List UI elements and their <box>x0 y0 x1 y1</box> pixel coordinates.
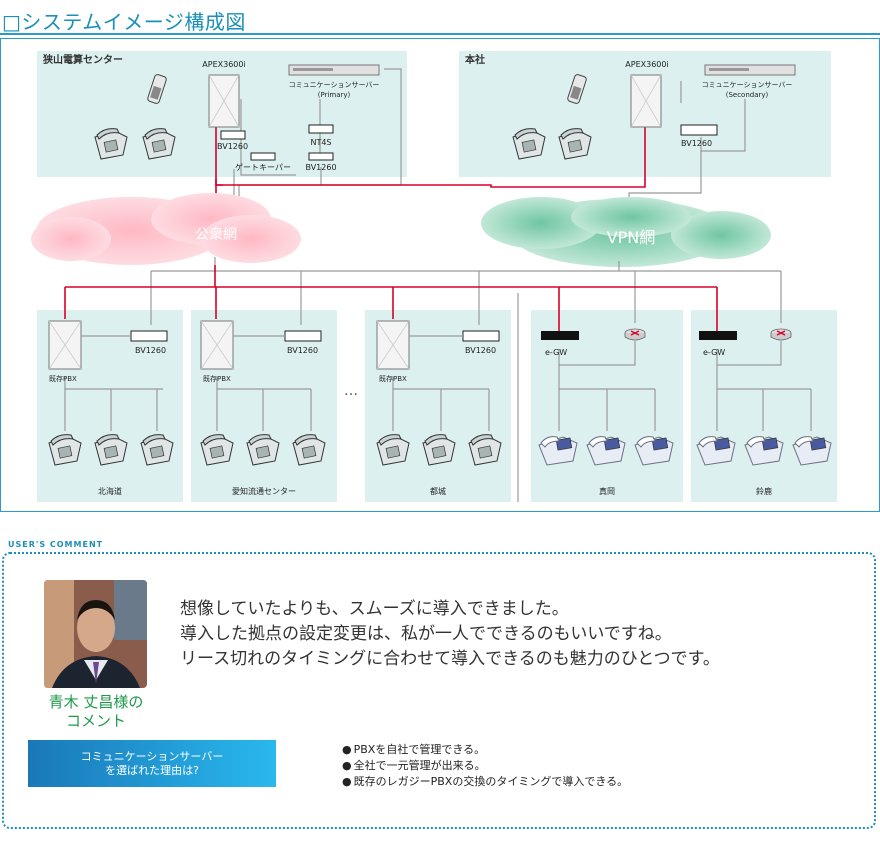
vpn-network-label: VPN網 <box>607 228 656 247</box>
gatekeeper-box <box>250 152 276 161</box>
mobile-phone-icon <box>147 74 167 104</box>
comm-server-secondary-icon <box>704 64 796 76</box>
more-sites-ellipsis: … <box>344 383 358 399</box>
comment-quote: 想像していたよりも、スムーズに導入できました。 導入した拠点の設定変更は、私が一… <box>180 599 720 669</box>
pbx-site-miyakonojo <box>376 320 500 431</box>
bv1260-label: BV1260 <box>681 139 712 148</box>
users-comment-label: USER'S COMMENT <box>8 540 104 549</box>
title-rule <box>0 33 880 35</box>
list-item: 全社で一元管理が出来る。 <box>342 758 628 774</box>
comment-box <box>2 552 876 829</box>
pbx-site-aichi <box>200 320 322 431</box>
egw-label: e-GW <box>545 348 567 357</box>
apex-server-icon <box>630 74 662 128</box>
egw-site-mooka <box>541 328 656 431</box>
egw-site-suzuka <box>699 328 812 431</box>
gatekeeper-label: ゲートキーパー <box>235 162 291 172</box>
legacy-pbx-label: 既存PBX <box>379 374 407 383</box>
bv1260-label: BV1260 <box>305 163 336 172</box>
vpn-network-cloud <box>481 197 771 267</box>
site-label-sayama: 狭山電算センター <box>42 53 123 66</box>
apex-server-icon <box>208 74 240 128</box>
site-label-mooka: 真岡 <box>599 486 615 496</box>
legacy-pbx-label: 既存PBX <box>49 374 77 383</box>
comm-server-label: コミュニケーションサーバー <box>702 81 793 89</box>
reason-heading-box: コミュニケーションサーバー を選ばれた理由は? <box>28 740 276 787</box>
nt4s-label: NT4S <box>310 138 331 147</box>
public-network-cloud <box>31 193 301 265</box>
site-bg-suzuka <box>691 310 837 502</box>
egw-label: e-GW <box>703 348 725 357</box>
reason-list: PBXを自社で管理できる。 全社で一元管理が出来る。 既存のレガジーPBXの交換… <box>342 742 629 790</box>
public-network-label: 公衆網 <box>195 227 237 243</box>
page-title: □システムイメージ構成図 <box>2 10 246 34</box>
bv1260-box <box>308 152 334 161</box>
site-label-miyakonojo: 都城 <box>430 487 446 496</box>
nt4s-box <box>308 124 334 134</box>
bv1260-label: BV1260 <box>135 346 166 355</box>
person-name: 青木 丈昌様の コメント <box>48 693 144 730</box>
mobile-phone-icon <box>567 74 587 104</box>
apex-label: APEX3600i <box>202 60 245 69</box>
apex-label: APEX3600i <box>625 60 668 69</box>
bv1260-label: BV1260 <box>287 346 318 355</box>
secondary-label: (Secondary) <box>726 91 769 99</box>
list-item: 既存のレガジーPBXの交換のタイミングで導入できる。 <box>342 774 629 790</box>
system-diagram: 公衆網 VPN網 狭山電算センター APEX3600i コミュニケーションサーバ… <box>0 38 880 512</box>
site-label-hokkaido: 北海道 <box>98 486 122 496</box>
bv1260-label: BV1260 <box>465 346 496 355</box>
bv1260-label: BV1260 <box>217 142 248 151</box>
pbx-site-hokkaido <box>48 320 168 431</box>
comm-server-primary-icon <box>288 64 380 76</box>
person-photo <box>44 580 147 688</box>
bv1260-box <box>680 124 718 136</box>
site-label-suzuka: 鈴鹿 <box>756 486 772 496</box>
comm-server-label: コミュニケーションサーバー <box>289 81 380 89</box>
bv1260-box <box>220 130 246 140</box>
list-item: PBXを自社で管理できる。 <box>342 742 628 758</box>
legacy-pbx-label: 既存PBX <box>203 374 231 383</box>
site-label-honsha: 本社 <box>465 53 485 66</box>
site-label-aichi: 愛知流通センター <box>232 486 296 496</box>
primary-label: (Primary) <box>318 91 351 99</box>
